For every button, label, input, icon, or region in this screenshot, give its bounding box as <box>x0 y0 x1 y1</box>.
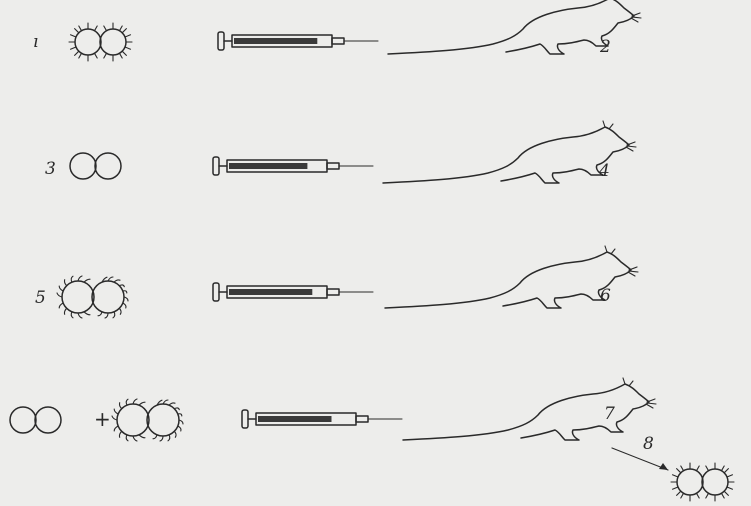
syringe-fill-4 <box>258 416 332 422</box>
row-4: + 7 8 <box>10 378 734 501</box>
row-2: 3 4 <box>45 121 636 183</box>
capsulated-diplococcus-mix <box>112 399 183 441</box>
label-2: 2 <box>599 37 611 57</box>
label-7: 7 <box>604 404 615 424</box>
syringe-fill-2 <box>229 163 307 169</box>
syringe-3 <box>213 283 373 301</box>
label-4: 4 <box>598 161 610 181</box>
plus-sign: + <box>94 407 111 431</box>
label-8: 8 <box>643 434 654 454</box>
row-1: ı 2 <box>33 0 641 61</box>
label-3: 3 <box>45 159 56 179</box>
spiky-diplococcus <box>69 23 132 61</box>
row-3: 5 6 <box>35 246 638 318</box>
syringe-fill-3 <box>229 289 312 295</box>
rat-4 <box>403 378 656 440</box>
capsulated-diplococcus <box>57 276 128 318</box>
label-6: 6 <box>600 286 611 306</box>
syringe-1 <box>218 32 378 50</box>
syringe-fill-1 <box>234 38 317 44</box>
syringe-4 <box>242 410 402 428</box>
plain-diplococcus <box>70 153 121 179</box>
label-5: 5 <box>35 288 46 308</box>
spiky-diplococcus-result <box>671 463 734 501</box>
syringe-2 <box>213 157 373 175</box>
plain-diplococcus-mix <box>10 407 61 433</box>
label-1: ı <box>33 32 38 52</box>
arrow-to-result <box>612 448 668 470</box>
